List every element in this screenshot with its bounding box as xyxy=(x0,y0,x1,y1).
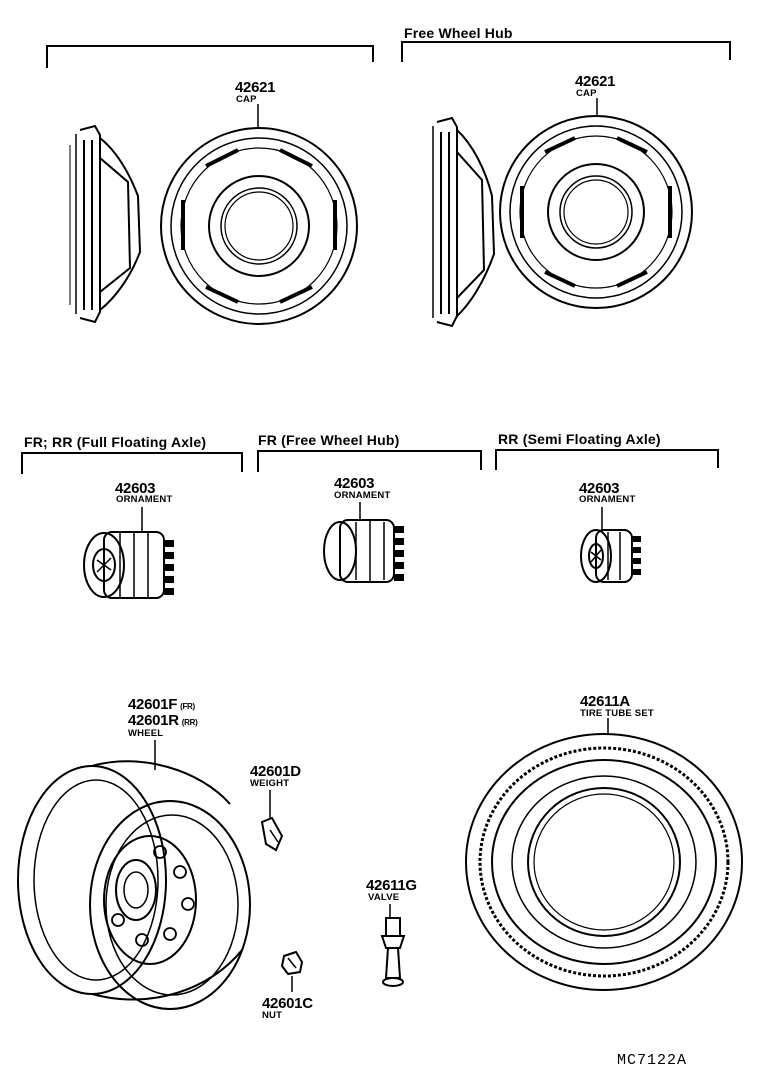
bracket-semi-floating xyxy=(495,449,719,470)
weight-drawing xyxy=(260,816,284,852)
cap-right-number: 42621 xyxy=(575,73,616,90)
ornament-2-name: ORNAMENT xyxy=(334,490,391,501)
diagram-code: MC7122A xyxy=(617,1052,688,1069)
valve-drawing xyxy=(380,917,406,987)
valve-name: VALVE xyxy=(368,892,400,903)
wheel-tag-f: (FR) xyxy=(180,702,195,711)
header-semi-floating: RR (Semi Floating Axle) xyxy=(498,431,661,447)
header-full-floating: FR; RR (Full Floating Axle) xyxy=(24,434,207,450)
nut-drawing xyxy=(280,950,304,976)
ornament-3-name: ORNAMENT xyxy=(579,494,636,505)
wheel-tag-r: (RR) xyxy=(181,718,198,727)
ornament-1-name: ORNAMENT xyxy=(116,494,173,505)
valve-number: 42611G xyxy=(366,877,417,894)
nut-number: 42601C xyxy=(262,995,313,1012)
ornament-1-number: 42603 xyxy=(115,480,156,497)
tire-name: TIRE TUBE SET xyxy=(580,708,654,719)
cap-side-view-left xyxy=(69,124,142,324)
ornament-drawing-2 xyxy=(323,519,404,583)
tire-drawing xyxy=(465,733,743,991)
wheel-number-r-text: 42601R xyxy=(128,712,179,729)
wheel-drawing xyxy=(17,760,251,1010)
weight-name: WEIGHT xyxy=(250,778,290,789)
cap-left-name: CAP xyxy=(236,94,257,105)
bracket-cap-left xyxy=(46,45,374,68)
cap-left-number: 42621 xyxy=(235,79,276,96)
bracket-full-floating xyxy=(21,452,243,474)
weight-number: 42601D xyxy=(250,763,301,780)
tire-number: 42611A xyxy=(580,693,630,710)
ornament-2-number: 42603 xyxy=(334,475,375,492)
cap-right-name: CAP xyxy=(576,88,597,99)
header-fr-free-wheel: FR (Free Wheel Hub) xyxy=(258,432,400,448)
ornament-3-number: 42603 xyxy=(579,480,620,497)
wheel-name: WHEEL xyxy=(128,728,164,739)
cap-front-view-right xyxy=(499,115,693,309)
nut-name: NUT xyxy=(262,1010,283,1021)
ornament-drawing-3 xyxy=(580,529,641,583)
cap-front-view-left xyxy=(160,127,358,325)
header-free-wheel-hub: Free Wheel Hub xyxy=(404,25,513,41)
wheel-number-f-text: 42601F xyxy=(128,696,178,713)
wheel-number-r: 42601R(RR) xyxy=(128,712,198,729)
ornament-drawing-1 xyxy=(83,531,174,599)
bracket-fr-free-wheel xyxy=(257,450,482,472)
cap-side-view-right xyxy=(432,116,496,328)
wheel-number-f: 42601F(FR) xyxy=(128,697,195,712)
bracket-free-wheel-hub xyxy=(401,41,731,62)
